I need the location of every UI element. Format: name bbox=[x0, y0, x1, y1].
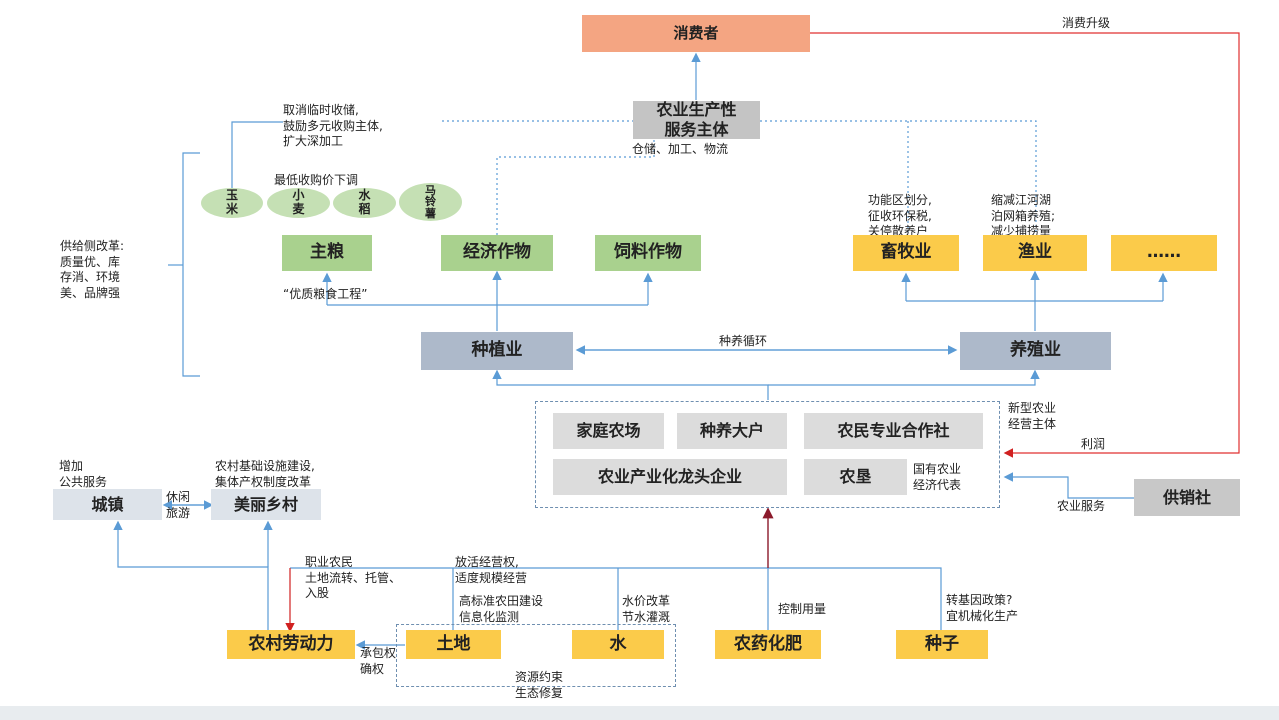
bottom-band bbox=[0, 706, 1279, 720]
quality-project-note: “优质粮食工程” bbox=[283, 287, 368, 301]
labor-box: 农村劳动力 bbox=[227, 630, 355, 659]
economic-crop-label: 经济作物 bbox=[463, 242, 531, 263]
grain-wheat-label: 小 麦 bbox=[292, 188, 305, 216]
state-farm-label: 农垦 bbox=[839, 467, 872, 486]
contract-right-label: 承包权 确权 bbox=[360, 646, 397, 676]
fishery-box: 渔业 bbox=[983, 235, 1087, 271]
resource-group bbox=[396, 624, 676, 687]
consumer-box: 消费者 bbox=[582, 15, 810, 52]
grain-potato: 马 铃 薯 bbox=[399, 183, 462, 221]
pesticide-label: 农药化肥 bbox=[734, 633, 802, 654]
land-note: 高标准农田建设 信息化监测 bbox=[459, 594, 544, 624]
town-label: 城镇 bbox=[91, 494, 124, 514]
large-farmer-label: 种养大户 bbox=[699, 421, 764, 440]
min-price-note: 最低收购价下调 bbox=[274, 173, 359, 187]
seed-note: 转基因政策? 宜机械化生产 bbox=[946, 593, 1019, 623]
service-entity-box: 农业生产性 服务主体 bbox=[633, 100, 760, 139]
fishery-label: 渔业 bbox=[1018, 242, 1052, 263]
livestock-label: 畜牧业 bbox=[880, 242, 932, 263]
water-box: 水 bbox=[572, 630, 664, 659]
land-label: 土地 bbox=[436, 633, 471, 654]
more-animal-box: …… bbox=[1111, 235, 1217, 271]
planting-label: 种植业 bbox=[471, 340, 523, 361]
village-box: 美丽乡村 bbox=[211, 489, 321, 520]
planting-box: 种植业 bbox=[421, 332, 573, 370]
coop-label: 农民专业合作社 bbox=[837, 421, 950, 440]
village-label: 美丽乡村 bbox=[233, 494, 298, 514]
breeding-label: 养殖业 bbox=[1010, 340, 1061, 361]
grain-policy-note: 取消临时收储, 鼓励多元收购主体, 扩大深加工 bbox=[283, 103, 383, 149]
leading-enterprise-label: 农业产业化龙头企业 bbox=[597, 467, 742, 486]
land-note-top: 放活经营权, 适度规模经营 bbox=[455, 555, 528, 585]
cycle-label: 种养循环 bbox=[719, 334, 768, 348]
livestock-note: 功能区划分, 征收环保税, 关停散养户 bbox=[868, 193, 932, 239]
resource-label: 资源约束 生态修复 bbox=[515, 670, 564, 700]
entities-group bbox=[535, 401, 1000, 508]
pesticide-box: 农药化肥 bbox=[715, 630, 821, 659]
grain-rice-label: 水 稻 bbox=[358, 188, 371, 216]
supply-side-note: 供给侧改革: 质量优、库 存消、环境 美、品牌强 bbox=[60, 239, 125, 300]
feed-crop-box: 饲料作物 bbox=[595, 235, 701, 271]
land-box: 土地 bbox=[406, 630, 501, 659]
leisure-label: 休闲 旅游 bbox=[166, 490, 191, 520]
seed-label: 种子 bbox=[925, 633, 959, 654]
labor-label: 农村劳动力 bbox=[248, 633, 334, 654]
state-farm-box: 农垦 bbox=[804, 459, 907, 495]
supply-coop-box: 供销社 bbox=[1134, 479, 1240, 516]
water-label: 水 bbox=[609, 633, 627, 654]
state-farm-note: 国有农业 经济代表 bbox=[913, 462, 962, 492]
pesticide-note: 控制用量 bbox=[778, 602, 827, 616]
village-note: 农村基础设施建设, 集体产权制度改革 bbox=[215, 459, 315, 489]
town-box: 城镇 bbox=[53, 489, 162, 520]
grain-corn-label: 玉 米 bbox=[225, 188, 238, 216]
economic-crop-box: 经济作物 bbox=[441, 235, 553, 271]
consumer-label: 消费者 bbox=[673, 24, 719, 43]
water-note: 水价改革 节水灌溉 bbox=[622, 594, 671, 624]
breeding-box: 养殖业 bbox=[960, 332, 1111, 370]
service-entity-label: 农业生产性 服务主体 bbox=[656, 100, 737, 139]
family-farm-label: 家庭农场 bbox=[576, 421, 641, 440]
town-note: 增加 公共服务 bbox=[59, 459, 108, 489]
grain-corn: 玉 米 bbox=[201, 188, 263, 218]
leading-enterprise-box: 农业产业化龙头企业 bbox=[553, 459, 787, 495]
fishery-note: 缩减江河湖 泊网箱养殖; 减少捕捞量 bbox=[991, 193, 1056, 239]
grain-potato-label: 马 铃 薯 bbox=[425, 183, 436, 220]
more-animal-label: …… bbox=[1147, 242, 1181, 263]
grain-wheat: 小 麦 bbox=[267, 188, 330, 218]
agri-service-label: 农业服务 bbox=[1057, 499, 1106, 513]
staple-crop-box: 主粮 bbox=[282, 235, 372, 271]
coop-box: 农民专业合作社 bbox=[804, 413, 983, 449]
large-farmer-box: 种养大户 bbox=[677, 413, 787, 449]
staple-crop-label: 主粮 bbox=[310, 242, 344, 263]
supply-coop-label: 供销社 bbox=[1162, 487, 1211, 507]
grain-rice: 水 稻 bbox=[333, 188, 396, 218]
service-detail-label: 仓储、加工、物流 bbox=[632, 142, 729, 156]
entities-group-label: 新型农业 经营主体 bbox=[1008, 401, 1057, 431]
labor-note: 职业农民 土地流转、托管、 入股 bbox=[305, 555, 402, 601]
seed-box: 种子 bbox=[896, 630, 988, 659]
consumption-upgrade-label: 消费升级 bbox=[1062, 16, 1111, 30]
livestock-box: 畜牧业 bbox=[853, 235, 959, 271]
feed-crop-label: 饲料作物 bbox=[614, 242, 682, 263]
profit-label: 利润 bbox=[1081, 437, 1106, 451]
family-farm-box: 家庭农场 bbox=[553, 413, 664, 449]
